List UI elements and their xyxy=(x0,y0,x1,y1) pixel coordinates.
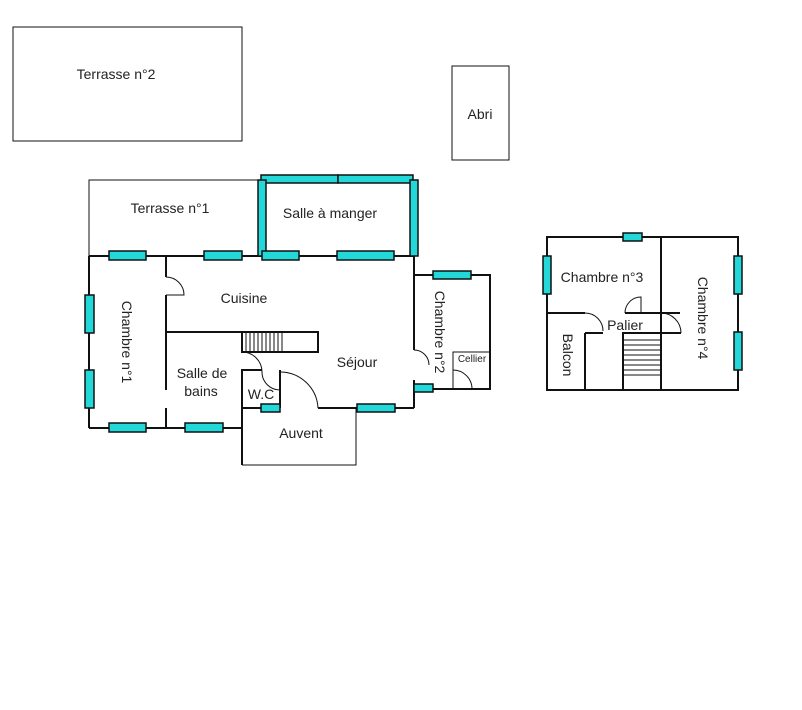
window xyxy=(432,270,472,280)
upper-floor: Chambre n°3 Chambre n°4 Palier Balcon xyxy=(542,232,743,391)
terrasse-2 xyxy=(12,26,243,142)
label-terrasse-2: Terrasse n°2 xyxy=(77,66,156,82)
window xyxy=(257,179,267,257)
window xyxy=(542,255,552,295)
label-palier: Palier xyxy=(607,317,643,333)
label-balcon: Balcon xyxy=(560,334,576,377)
window xyxy=(108,250,147,261)
label-chambre-3: Chambre n°3 xyxy=(561,269,644,285)
label-chambre-4: Chambre n°4 xyxy=(695,277,711,360)
ground-floor: Terrasse n°1 Salle à manger Cuisine Cham… xyxy=(84,174,491,466)
label-terrasse-1: Terrasse n°1 xyxy=(131,200,210,216)
window xyxy=(84,294,95,334)
window xyxy=(260,403,281,413)
label-salle-de-bains-1: Salle de xyxy=(177,365,228,381)
window xyxy=(108,422,147,433)
label-salle-de-bains-2: bains xyxy=(184,383,217,399)
window xyxy=(261,250,300,261)
window xyxy=(413,383,434,393)
stairs-upper xyxy=(623,339,661,376)
window xyxy=(733,331,743,371)
label-chambre-1: Chambre n°1 xyxy=(119,301,135,384)
label-abri: Abri xyxy=(468,106,493,122)
label-chambre-2: Chambre n°2 xyxy=(432,291,448,374)
window xyxy=(622,232,643,242)
window xyxy=(356,403,396,413)
window xyxy=(733,255,743,295)
label-cuisine: Cuisine xyxy=(221,290,268,306)
window xyxy=(337,174,414,184)
window xyxy=(203,250,243,261)
stairs-ground xyxy=(245,332,283,352)
window xyxy=(84,369,95,409)
window xyxy=(336,250,395,261)
abri xyxy=(451,65,510,161)
label-wc: W.C xyxy=(248,386,274,402)
window xyxy=(184,422,224,433)
window xyxy=(260,174,339,184)
label-auvent: Auvent xyxy=(279,425,323,441)
label-cellier: Cellier xyxy=(458,354,487,365)
window xyxy=(409,179,419,257)
label-salle-a-manger: Salle à manger xyxy=(283,205,378,221)
label-sejour: Séjour xyxy=(337,354,378,370)
